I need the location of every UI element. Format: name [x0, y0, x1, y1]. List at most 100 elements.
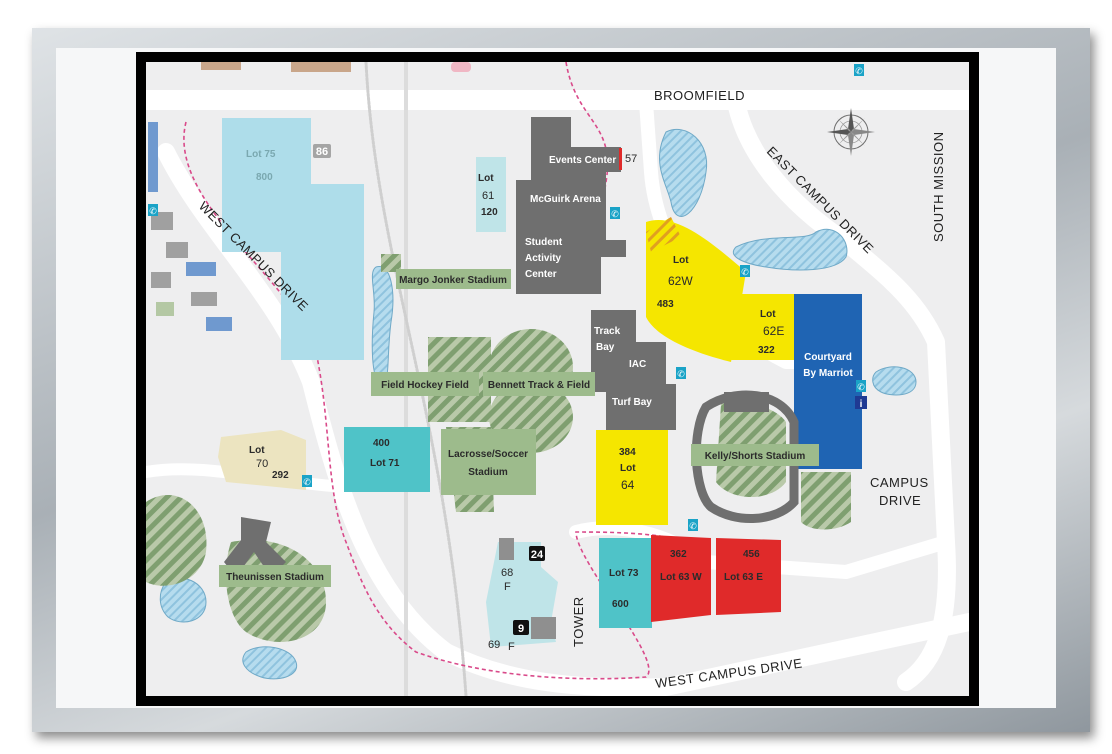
lot-64-spaces: 384	[619, 447, 636, 458]
phone-icon	[854, 64, 864, 76]
road-broomfield: BROOMFIELD	[654, 88, 745, 103]
theunissen-label: Theunissen Stadium	[226, 572, 324, 583]
bennett-label: Bennett Track & Field	[488, 380, 590, 391]
lot-63e-area	[716, 538, 781, 615]
lot-70-spaces: 292	[272, 470, 289, 481]
road-campus-drive-2: DRIVE	[879, 493, 921, 508]
lot-68-label: 68	[501, 567, 513, 579]
margo-label: Margo Jonker Stadium	[399, 275, 507, 286]
badge-86	[313, 144, 331, 158]
lot-63e-spaces: 456	[743, 549, 760, 560]
kelly-label: Kelly/Shorts Stadium	[705, 451, 806, 462]
badge-24-label: 24	[531, 549, 544, 561]
lot-71-spaces: 400	[373, 438, 390, 449]
phone-glyph: ✆	[857, 382, 865, 392]
courtyard-label-1: Courtyard	[804, 352, 852, 363]
lot-62e-number: 62E	[763, 324, 784, 338]
sac-label-3: Center	[525, 269, 557, 280]
phone-glyph: ✆	[689, 521, 697, 531]
lot-63w-spaces: 362	[670, 549, 687, 560]
lot-71-label: Lot 71	[370, 458, 400, 469]
mcguirk-label: McGuirk Arena	[530, 194, 601, 205]
phone-glyph: ✆	[741, 267, 749, 277]
iac-building	[591, 310, 676, 430]
lot-68-suffix: F	[504, 581, 511, 593]
lot-64-area	[596, 430, 668, 525]
info-icon	[855, 396, 867, 409]
road-tower: TOWER	[571, 596, 586, 647]
info-glyph: i	[860, 399, 863, 410]
lot-62w-hatched	[646, 217, 681, 252]
lot-73-area	[599, 538, 652, 628]
events-center-building	[516, 117, 626, 294]
sac-label-2: Activity	[525, 253, 562, 264]
badge-9-label: 9	[518, 623, 524, 635]
lot-62e-label: Lot	[760, 309, 776, 320]
events-number-label: 57	[625, 153, 637, 165]
lacrosse-plate	[441, 429, 536, 495]
phone-icon	[302, 475, 312, 487]
lot-70-label: Lot	[249, 445, 265, 456]
lot-61-number: 61	[482, 190, 494, 202]
phone-glyph: ✆	[677, 369, 685, 379]
courtyard-marriot-building	[794, 294, 862, 469]
phone-glyph: ✆	[855, 66, 863, 76]
badge-86-label: 86	[316, 146, 328, 158]
turf-bay-label: Turf Bay	[612, 397, 652, 408]
phone-icon	[148, 204, 158, 216]
lot-62w-label: Lot	[673, 255, 689, 266]
phone-icon	[740, 265, 750, 277]
theunissen-plate	[219, 565, 331, 587]
campus-map: Lot 75 800 86 Lot 61 120 Events Center 5…	[146, 62, 969, 696]
lot-70-area	[218, 430, 306, 490]
iac-label: IAC	[629, 359, 646, 370]
feature-top-pink	[451, 62, 471, 72]
phone-markers: ✆ ✆ ✆ ✆ ✆ ✆ ✆ ✆	[148, 64, 866, 531]
lot-62w-spaces: 483	[657, 299, 674, 310]
courtyard-label-2: By Marriot	[803, 368, 853, 379]
field-hockey-label: Field Hockey Field	[381, 380, 469, 391]
lot-64-label: Lot	[620, 463, 636, 474]
lot-62e-area	[731, 294, 796, 360]
lot-75-spaces: 800	[256, 172, 273, 183]
lot-62w-number: 62W	[668, 274, 693, 288]
lot-61-spaces: 120	[481, 207, 498, 218]
phone-glyph: ✆	[303, 477, 311, 487]
track-bay-label-1: Track	[594, 326, 621, 337]
kelly-shorts-pressbox	[724, 392, 769, 412]
theunissen-grandstand	[224, 517, 286, 577]
lot-70-number: 70	[256, 458, 268, 470]
lot-62e-spaces: 322	[758, 345, 775, 356]
events-center-label: Events Center	[549, 155, 616, 166]
bennett-plate	[483, 372, 595, 396]
residence-buildings	[148, 122, 232, 331]
lot-75-label: Lot 75	[246, 149, 276, 160]
lot-71-area	[344, 427, 430, 492]
compass-rose-icon	[827, 108, 875, 156]
phone-icon	[676, 367, 686, 379]
lot-63e-label: Lot 63 E	[724, 572, 763, 583]
road-campus-drive-1: CAMPUS	[870, 475, 929, 490]
badge-9	[513, 620, 529, 635]
lot-62w-area	[646, 220, 746, 362]
lot-69-label: 69	[488, 639, 500, 651]
lot-75-area	[222, 118, 364, 360]
road-south-mission: SOUTH MISSION	[931, 131, 946, 242]
phone-icon	[856, 380, 866, 392]
margo-plate	[396, 269, 511, 289]
lacrosse-label-1: Lacrosse/Soccer	[448, 449, 528, 460]
marker-57	[619, 148, 622, 170]
lot-61-area	[476, 157, 506, 232]
field-hockey-plate	[371, 372, 479, 396]
phone-icon	[688, 519, 698, 531]
lot-63w-area	[651, 535, 711, 622]
lot-73-label: Lot 73	[609, 568, 639, 579]
lot-64-number: 64	[621, 478, 635, 492]
phone-glyph: ✆	[149, 206, 157, 216]
building-68	[499, 538, 514, 560]
lacrosse-label-2: Stadium	[468, 467, 508, 478]
lot-73-spaces: 600	[612, 599, 629, 610]
building-9	[531, 617, 556, 639]
water-features	[159, 128, 917, 680]
